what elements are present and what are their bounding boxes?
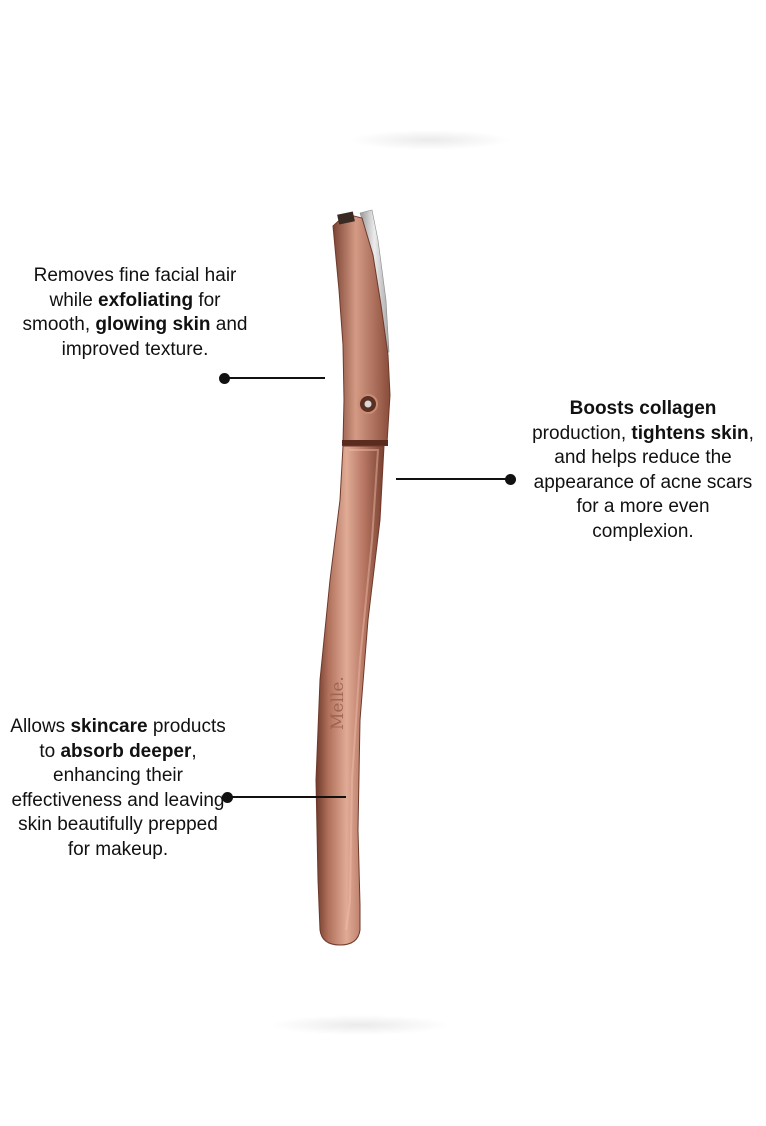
callout-dot <box>505 474 516 485</box>
callout-bold: exfoliating <box>98 289 194 311</box>
head-slot <box>337 211 355 225</box>
callout-text: , and helps reduce the appearance of acn… <box>533 422 754 542</box>
callout-bold: absorb deeper <box>60 740 192 762</box>
brand-engraving: Melle. <box>328 676 348 730</box>
callout-bold: tightens skin <box>631 422 749 444</box>
callout-text: production, <box>532 422 632 444</box>
callout-text: for smooth, <box>22 289 221 336</box>
handle-highlight <box>345 449 380 931</box>
callout-text: products to <box>39 716 226 762</box>
callout-text: and improved texture. <box>61 314 248 360</box>
callout-dot <box>222 792 233 803</box>
shadow-bottom <box>270 1015 450 1035</box>
callout-text: Removes fine facial hair while <box>33 265 237 311</box>
screw-center-icon <box>364 400 372 408</box>
callout-leader-line <box>228 796 346 798</box>
callout-hair-removal: Removes fine facial hair while exfoliati… <box>20 264 250 362</box>
shadow-top <box>350 130 510 150</box>
callout-text: , enhancing their effectiveness and leav… <box>11 740 225 860</box>
callout-bold: skincare <box>70 716 148 737</box>
tool-handle <box>315 445 385 946</box>
callout-leader-line <box>396 478 508 480</box>
callout-bold: Boosts collagen <box>569 398 717 419</box>
callout-collagen: Boosts collagen production, tightens ski… <box>524 397 762 545</box>
head-joint <box>342 440 388 446</box>
tool-head <box>332 213 391 444</box>
callout-dot <box>219 373 230 384</box>
callout-leader-line <box>225 377 325 379</box>
callout-text: Allows <box>10 716 71 737</box>
callout-absorption: Allows skincare products to absorb deepe… <box>8 715 228 863</box>
callout-bold: glowing skin <box>95 314 211 336</box>
